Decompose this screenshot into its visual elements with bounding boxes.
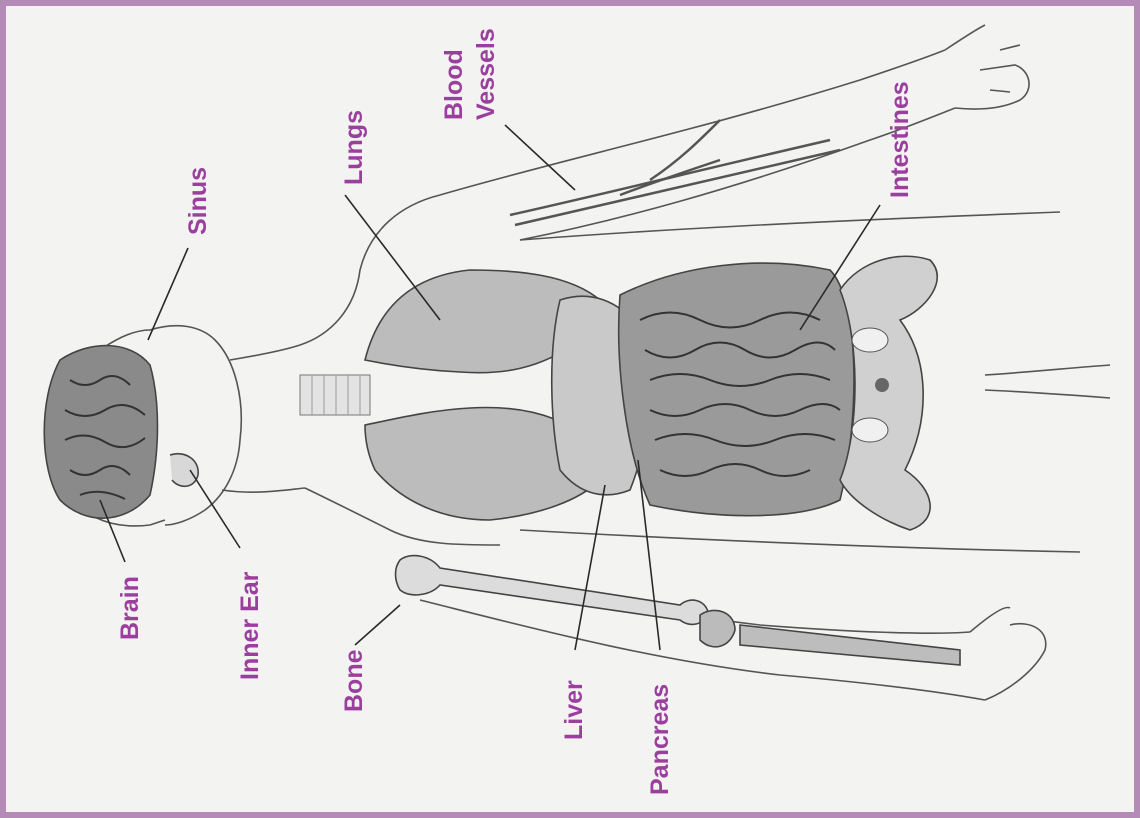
brain-shape [44, 346, 157, 519]
label-blood-vessels-line1: Blood [440, 49, 468, 120]
label-bone: Bone [340, 649, 368, 712]
label-intestines: Intestines [886, 81, 914, 198]
label-lungs: Lungs [340, 110, 368, 185]
label-pancreas: Pancreas [646, 684, 674, 795]
blood-vessels-shape [510, 120, 840, 225]
arm-bone-shape [396, 556, 961, 665]
label-inner-ear: Inner Ear [236, 571, 264, 680]
ear-shape [170, 454, 198, 487]
label-blood-vessels-line2: Vessels [472, 28, 500, 120]
label-liver: Liver [560, 680, 588, 740]
label-brain: Brain [116, 576, 144, 640]
pelvis-shape [840, 256, 937, 530]
label-sinus: Sinus [184, 167, 212, 235]
